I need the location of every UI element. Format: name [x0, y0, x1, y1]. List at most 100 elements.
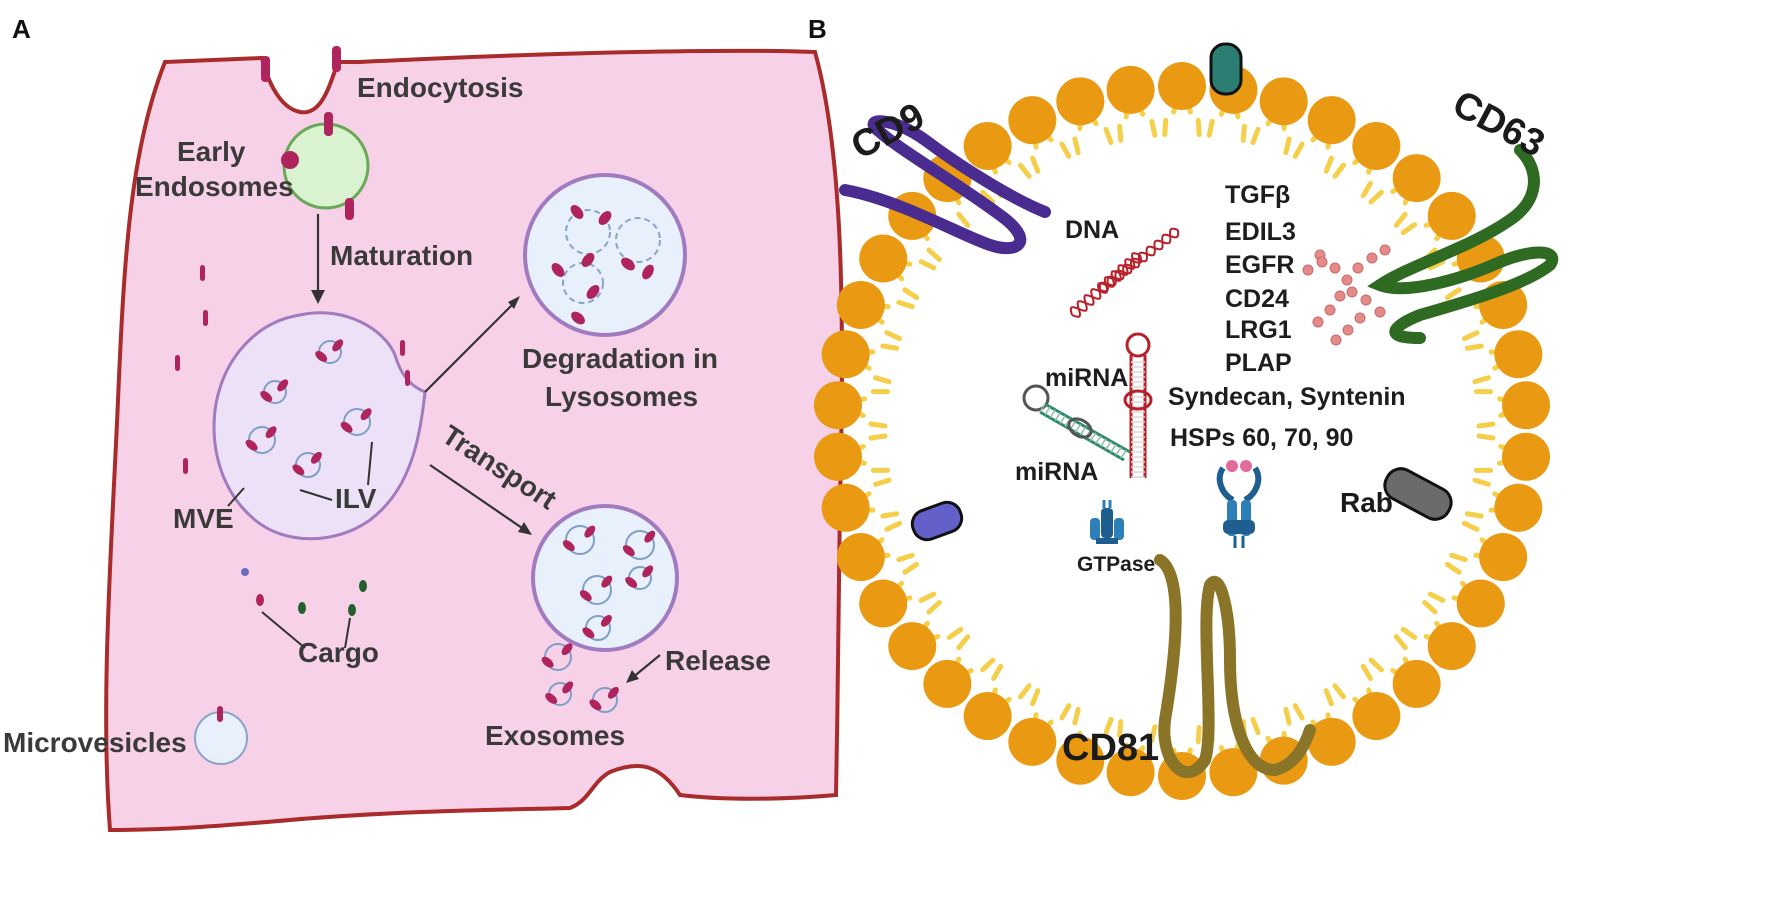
- mirna-duplex: [1024, 386, 1130, 460]
- lipid-head: [837, 281, 885, 329]
- membrane-protein-teal: [1211, 44, 1241, 94]
- lipid-head: [837, 533, 885, 581]
- cluster-bead: [1361, 295, 1371, 305]
- lipid-head: [1479, 533, 1527, 581]
- lipid-head: [1158, 62, 1206, 110]
- degradation-label-2: Lysosomes: [545, 381, 698, 412]
- release-label: Release: [665, 645, 771, 676]
- lipid-head: [814, 381, 862, 429]
- protein-label: Syndecan, Syntenin: [1168, 383, 1406, 411]
- mirna-label-1: miRNA: [1045, 364, 1128, 392]
- cargo-dot: [359, 580, 367, 592]
- cargo-marker: [217, 706, 223, 722]
- cluster-bead: [1325, 305, 1335, 315]
- lipid-head: [1352, 692, 1400, 740]
- gtpase-label: GTPase: [1077, 553, 1155, 576]
- cluster-bead: [1375, 307, 1385, 317]
- lipid-head: [923, 660, 971, 708]
- protein-label: LRG1: [1225, 316, 1292, 344]
- lipid-head: [1308, 96, 1356, 144]
- lipid-head: [1308, 718, 1356, 766]
- lipid-head: [1428, 622, 1476, 670]
- membrane-protein-purple: [908, 498, 965, 543]
- cd81-label: CD81: [1062, 727, 1159, 769]
- protein-cluster: [1303, 245, 1390, 345]
- lipid-head: [822, 484, 870, 532]
- microvesicles-label: Microvesicles: [3, 727, 187, 758]
- cargo-dot: [256, 594, 264, 606]
- ilv-label: ILV: [335, 483, 377, 514]
- cargo-marker: [324, 112, 333, 136]
- lipid-head: [888, 622, 936, 670]
- lipid-head: [859, 235, 907, 283]
- lipid-head: [822, 330, 870, 378]
- lipid-head: [859, 580, 907, 628]
- panel-b-label: B: [808, 14, 827, 44]
- lipid-head: [964, 122, 1012, 170]
- cargo-marker: [281, 151, 299, 169]
- mirna-label-2: miRNA: [1015, 458, 1098, 486]
- cluster-bead: [1380, 245, 1390, 255]
- lipid-head: [1393, 154, 1441, 202]
- cargo-dash: [203, 310, 208, 326]
- endocytosis-label: Endocytosis: [357, 72, 523, 103]
- early-endosomes-label-2: Endosomes: [135, 171, 294, 202]
- lipid-head: [1494, 330, 1542, 378]
- protein-label: TGFβ: [1225, 181, 1290, 209]
- receptor-icon: [1220, 460, 1259, 548]
- lipid-head: [1502, 433, 1550, 481]
- cluster-bead: [1330, 263, 1340, 273]
- cluster-bead: [1355, 313, 1365, 323]
- protein-label: EDIL3: [1225, 218, 1296, 246]
- cargo-dash: [405, 370, 410, 386]
- mirna-hairpin: [1125, 334, 1151, 478]
- lipid-head: [1008, 718, 1056, 766]
- protein-label: EGFR: [1225, 251, 1294, 279]
- protein-label: CD24: [1225, 285, 1289, 313]
- lipid-head: [1008, 96, 1056, 144]
- cluster-bead: [1313, 317, 1323, 327]
- lipid-head: [1428, 192, 1476, 240]
- lipid-head: [1494, 484, 1542, 532]
- lipid-head: [1352, 122, 1400, 170]
- degradation-label-1: Degradation in: [522, 343, 718, 374]
- lipid-head: [964, 692, 1012, 740]
- cargo-dash: [200, 265, 205, 281]
- cluster-bead: [1317, 257, 1327, 267]
- cargo-dot: [348, 604, 356, 616]
- lipid-head: [814, 433, 862, 481]
- rab-label: Rab: [1340, 487, 1393, 518]
- cluster-bead: [1335, 291, 1345, 301]
- cd63-label: CD63: [1446, 83, 1552, 166]
- cluster-bead: [1331, 335, 1341, 345]
- cluster-bead: [1342, 275, 1352, 285]
- early-endosomes-label-1: Early: [177, 136, 246, 167]
- cluster-bead: [1367, 253, 1377, 263]
- lipid-head: [1457, 580, 1505, 628]
- lysosome: [525, 175, 685, 335]
- cluster-bead: [1303, 265, 1313, 275]
- cargo-marker: [261, 56, 270, 82]
- cargo-dash: [183, 458, 188, 474]
- cargo-dash: [400, 340, 405, 356]
- protein-label: HSPs 60, 70, 90: [1170, 424, 1353, 452]
- mve-label: MVE: [173, 503, 234, 534]
- cargo-dot: [241, 568, 249, 576]
- lipid-head: [1502, 381, 1550, 429]
- lipid-head: [1107, 66, 1155, 114]
- cluster-bead: [1347, 287, 1357, 297]
- cargo-label: Cargo: [298, 637, 379, 668]
- lipid-head: [1056, 77, 1104, 125]
- exosomes-label: Exosomes: [485, 720, 625, 751]
- gtpase-icon: [1090, 500, 1124, 544]
- cargo-dash: [175, 355, 180, 371]
- protein-label: PLAP: [1225, 349, 1292, 377]
- lipid-head: [1393, 660, 1441, 708]
- cargo-dot: [298, 602, 306, 614]
- cargo-marker: [345, 198, 354, 220]
- cluster-bead: [1353, 263, 1363, 273]
- cargo-marker: [332, 46, 341, 72]
